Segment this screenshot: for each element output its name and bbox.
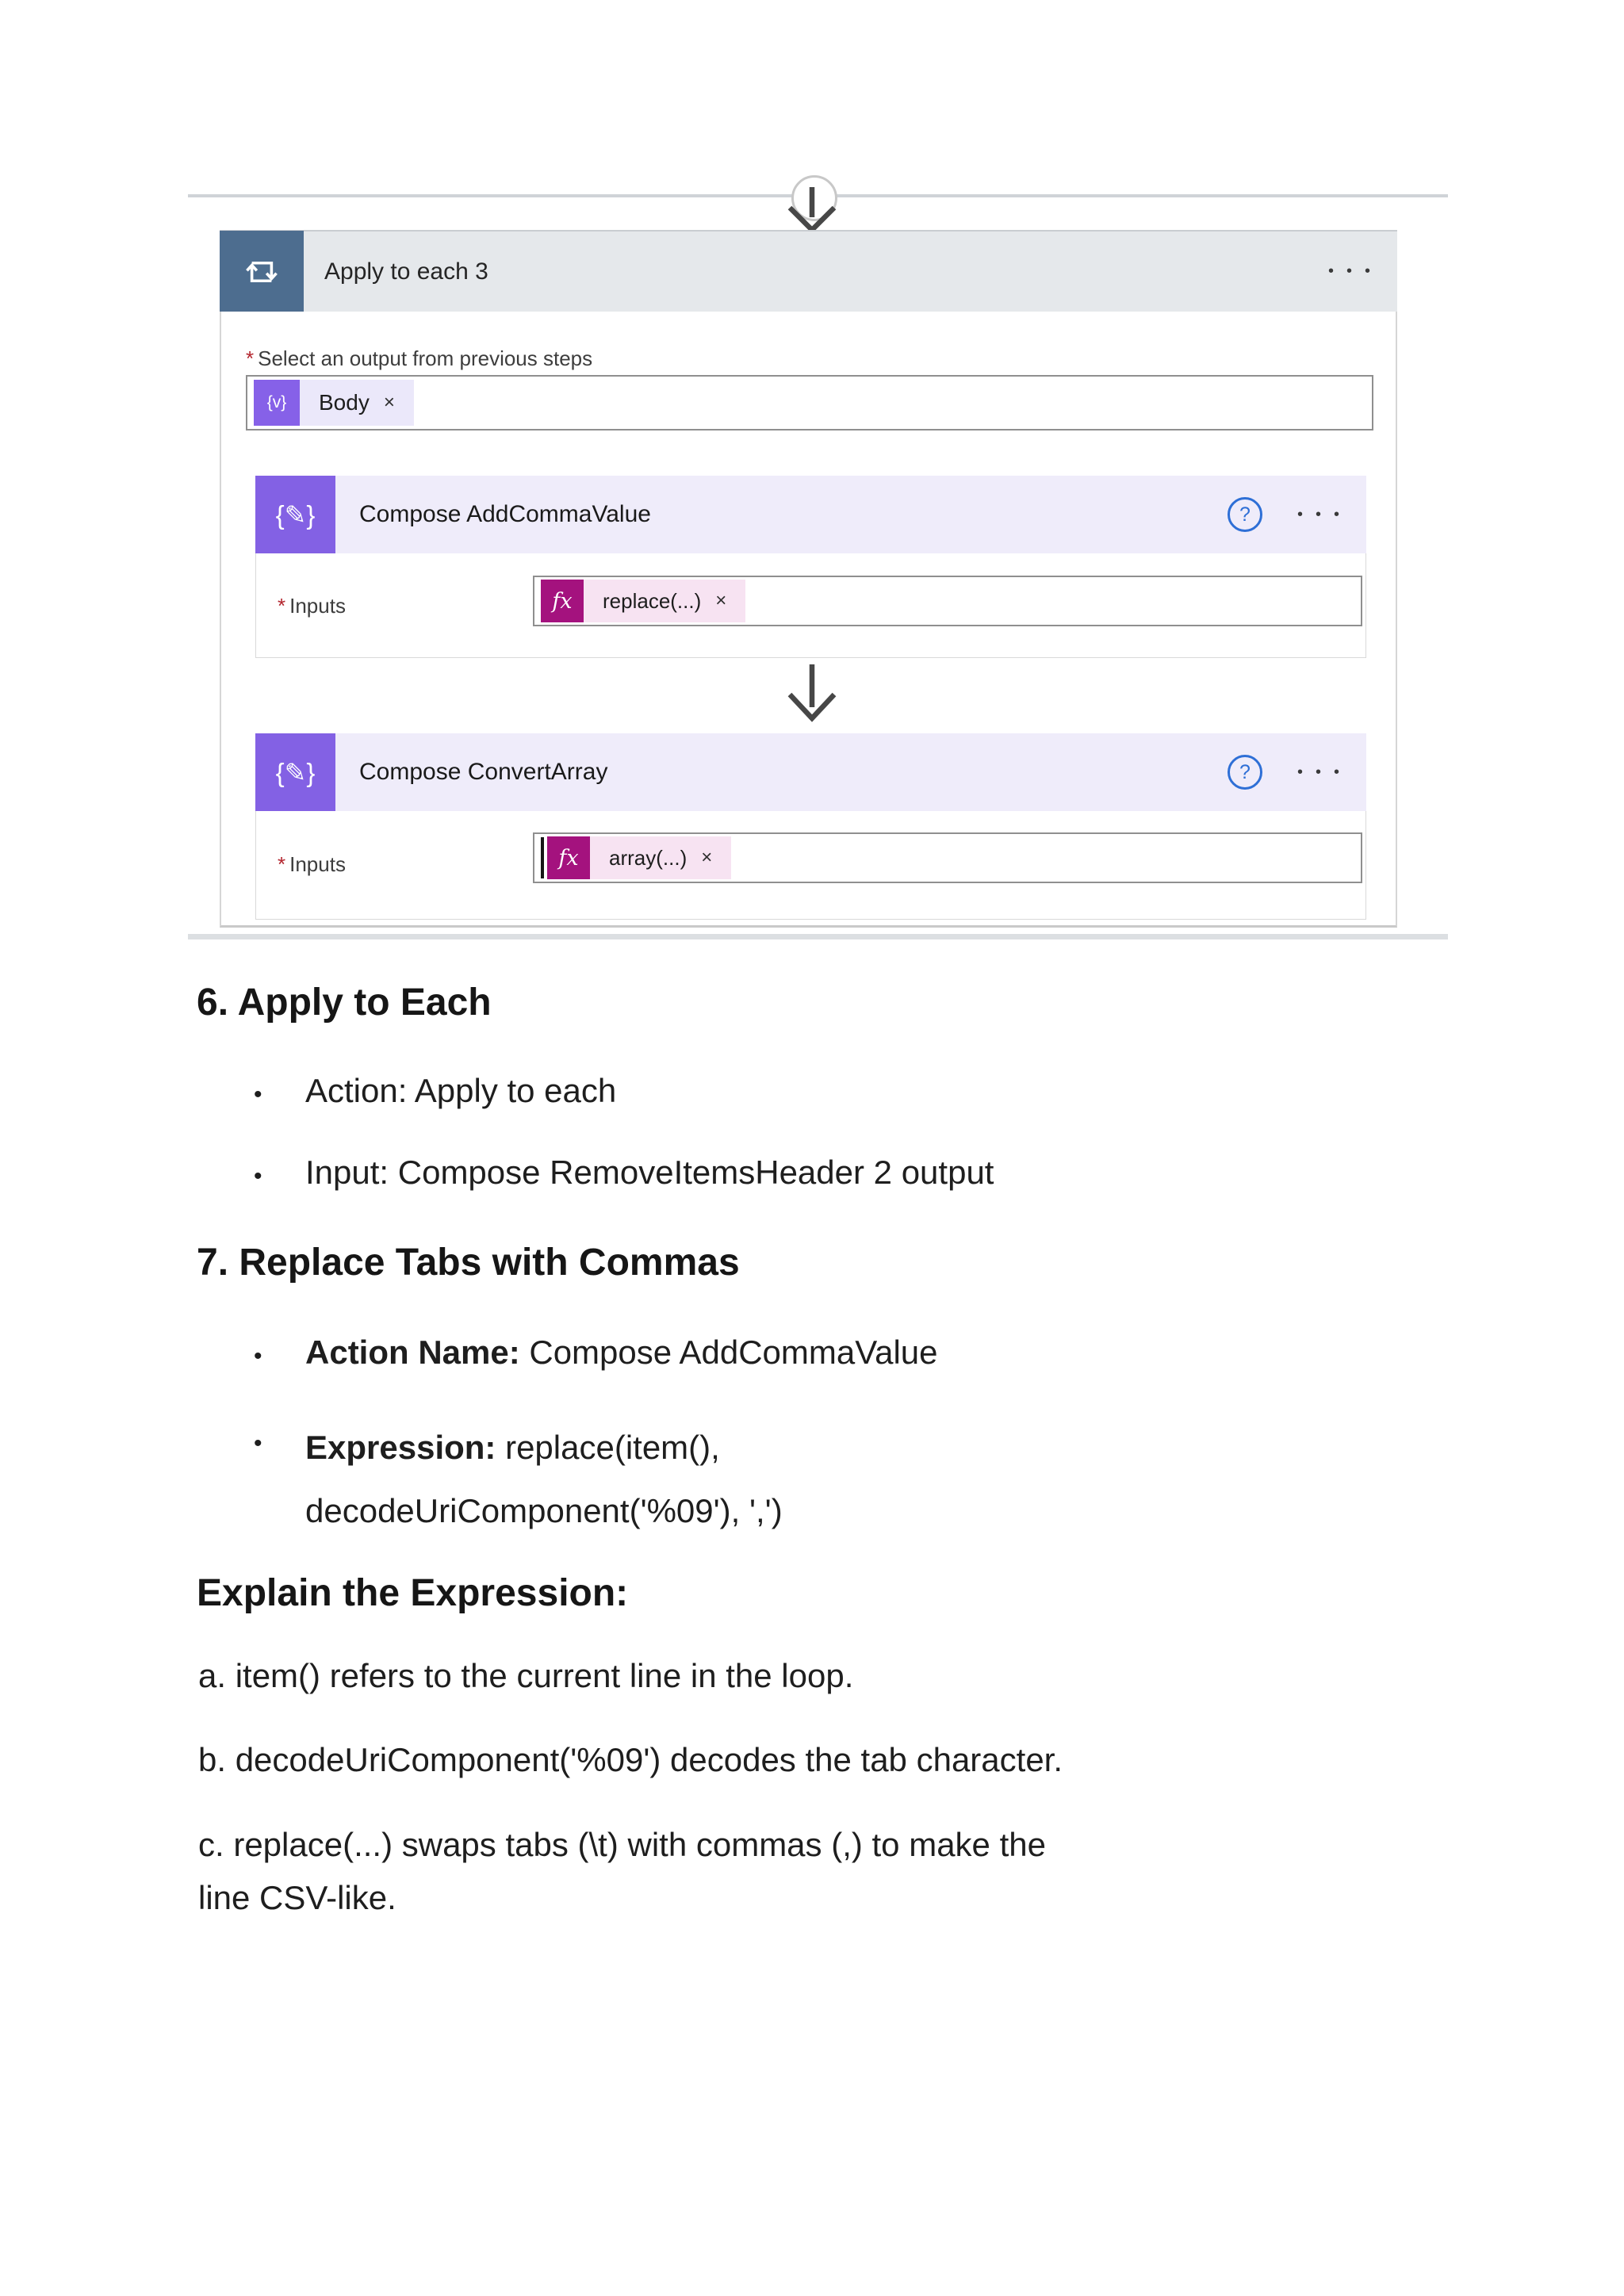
compose-icon: {✎} xyxy=(255,733,335,811)
compose-addcommavalue-title: Compose AddCommaValue xyxy=(359,501,651,527)
remove-token-icon[interactable]: × xyxy=(715,590,727,611)
connector-arrow-down-icon xyxy=(787,664,837,722)
inputs-label: * Inputs xyxy=(278,594,346,618)
list-item: Expression: replace(item(), decodeUriCom… xyxy=(305,1429,783,1529)
compose-convertarray-title: Compose ConvertArray xyxy=(359,759,608,785)
array-expression-token[interactable]: fx array(...) × xyxy=(547,836,732,879)
paragraph-c-line2: line CSV-like. xyxy=(198,1879,396,1916)
bullet-marker: • xyxy=(254,1430,262,1456)
list-item: Action: Apply to each xyxy=(305,1072,617,1109)
required-asterisk: * xyxy=(278,594,286,618)
bullet-marker: • xyxy=(254,1163,262,1189)
compose-convertarray-menu-button[interactable]: ••• xyxy=(1297,763,1352,781)
apply-to-each-title: Apply to each 3 xyxy=(324,258,488,285)
replace-expression-token[interactable]: fx replace(...) × xyxy=(541,580,746,622)
list-item: Action Name: Compose AddCommaValue xyxy=(305,1334,938,1371)
remove-token-icon[interactable]: × xyxy=(383,392,395,413)
fx-icon: fx xyxy=(541,580,584,622)
paragraph-b: b. decodeUriComponent('%09') decodes the… xyxy=(198,1741,1063,1778)
heading-apply-to-each: 6. Apply to Each xyxy=(197,982,492,1024)
apply-to-each-menu-button[interactable]: ••• xyxy=(1327,262,1383,280)
required-asterisk: * xyxy=(246,346,255,370)
help-icon[interactable]: ? xyxy=(1227,755,1262,790)
heading-explain-expression: Explain the Expression: xyxy=(197,1572,629,1614)
apply-to-each-header[interactable]: Apply to each 3 ••• xyxy=(220,230,1397,312)
heading-replace-tabs: 7. Replace Tabs with Commas xyxy=(197,1242,740,1284)
paragraph-a: a. item() refers to the current line in … xyxy=(198,1657,854,1694)
loop-icon xyxy=(220,231,304,312)
list-item: Input: Compose RemoveItemsHeader 2 outpu… xyxy=(305,1154,994,1191)
dynamic-content-icon: {v} xyxy=(254,380,300,426)
bullet-marker: • xyxy=(254,1081,262,1108)
help-icon[interactable]: ? xyxy=(1227,497,1262,532)
compose-icon: {✎} xyxy=(255,476,335,553)
required-asterisk: * xyxy=(278,852,286,876)
expression-token-label: replace(...) xyxy=(603,588,702,613)
body-token-label: Body xyxy=(319,390,370,415)
screenshot-bottom-divider xyxy=(188,934,1448,939)
expression-token-label: array(...) xyxy=(609,845,688,870)
inputs-label: * Inputs xyxy=(278,852,346,876)
fx-icon: fx xyxy=(547,836,590,879)
bullet-marker: • xyxy=(254,1343,262,1369)
select-output-input[interactable]: {v} Body × xyxy=(246,375,1373,430)
body-token[interactable]: {v} Body × xyxy=(254,380,414,426)
compose-convertarray-header[interactable]: {✎} Compose ConvertArray ? ••• xyxy=(255,733,1366,811)
paragraph-c-line1: c. replace(...) swaps tabs (\t) with com… xyxy=(198,1826,1046,1863)
select-output-label: * Select an output from previous steps xyxy=(246,346,593,370)
compose-addcommavalue-menu-button[interactable]: ••• xyxy=(1297,505,1352,523)
remove-token-icon[interactable]: × xyxy=(701,847,713,868)
compose-addcommavalue-inputs-field[interactable]: fx replace(...) × xyxy=(533,576,1362,626)
text-cursor xyxy=(541,837,544,878)
connector-arrow-down-icon xyxy=(787,187,837,234)
compose-convertarray-inputs-field[interactable]: fx array(...) × xyxy=(533,832,1362,883)
compose-addcommavalue-header[interactable]: {✎} Compose AddCommaValue ? ••• xyxy=(255,476,1366,553)
